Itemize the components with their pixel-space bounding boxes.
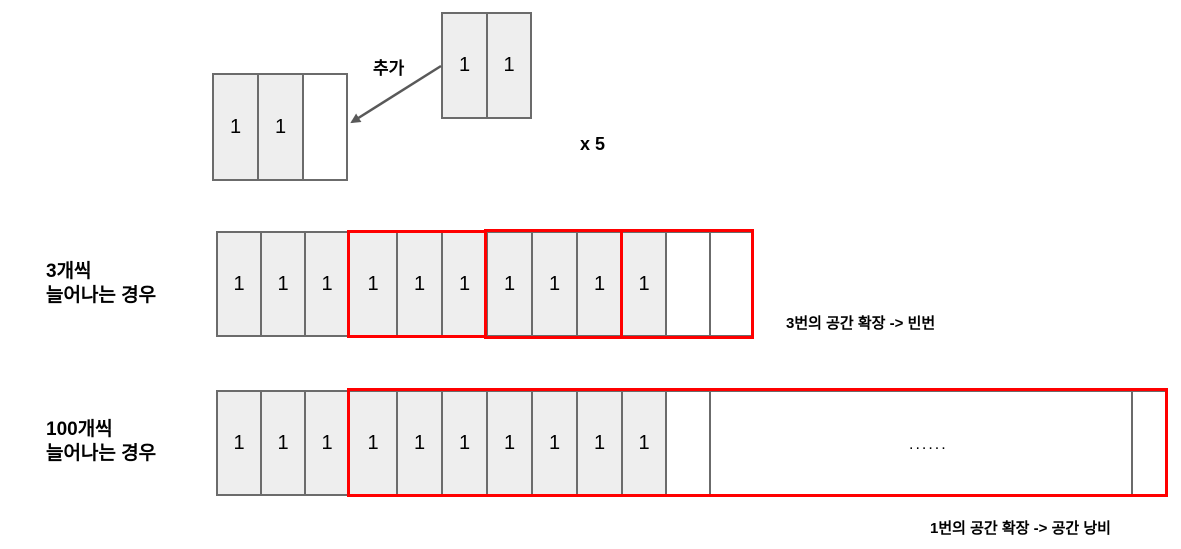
array-cell: 1 [441,231,488,337]
array-cell-empty [302,73,348,181]
array-cell: 1 [260,390,306,496]
array-cell: 1 [257,73,304,181]
array-cell: 1 [531,390,578,496]
row-3-title-line1: 3개씩 [46,261,92,282]
array-cell: 1 [304,390,350,496]
array-cell: 1 [396,231,443,337]
array-cell: 1 [486,390,533,496]
array-cell: 1 [260,231,306,337]
row-3-title: 3개씩 늘어나는 경우 [46,260,156,308]
array-cell: 1 [621,231,667,337]
array-cell: 1 [348,390,398,496]
row-100-title: 100개씩 늘어나는 경우 [46,418,156,466]
array-cell: 1 [486,231,533,337]
row-3-caption: 3번의 공간 확장 -> 빈번 [786,315,936,332]
array-cell-empty [709,231,754,337]
array-cell: 1 [304,231,350,337]
multiplier-label: x 5 [580,134,606,154]
array-cell: 1 [212,73,259,181]
array-cell: 1 [576,390,623,496]
array-cell: 1 [621,390,667,496]
row-100-caption: 1번의 공간 확장 -> 공간 낭비 [930,520,1111,537]
row-100-title-line2: 늘어나는 경우 [46,443,157,464]
array-cell: 1 [348,231,398,337]
row-3-title-line2: 늘어나는 경우 [46,285,157,306]
array-cell: 1 [441,12,488,119]
array-cell: 1 [396,390,443,496]
row-100-title-line1: 100개씩 [46,419,113,440]
array-cell: 1 [576,231,623,337]
array-cell: 1 [441,390,488,496]
array-cell-empty [1131,390,1167,496]
array-cell: 1 [216,231,262,337]
arrow-label: 추가 [373,59,405,78]
ellipsis: ...... [909,436,948,453]
array-cell-empty [665,390,711,496]
array-cell: 1 [216,390,262,496]
array-cell: 1 [486,12,532,119]
array-cell: 1 [531,231,578,337]
array-cell-empty [665,231,711,337]
